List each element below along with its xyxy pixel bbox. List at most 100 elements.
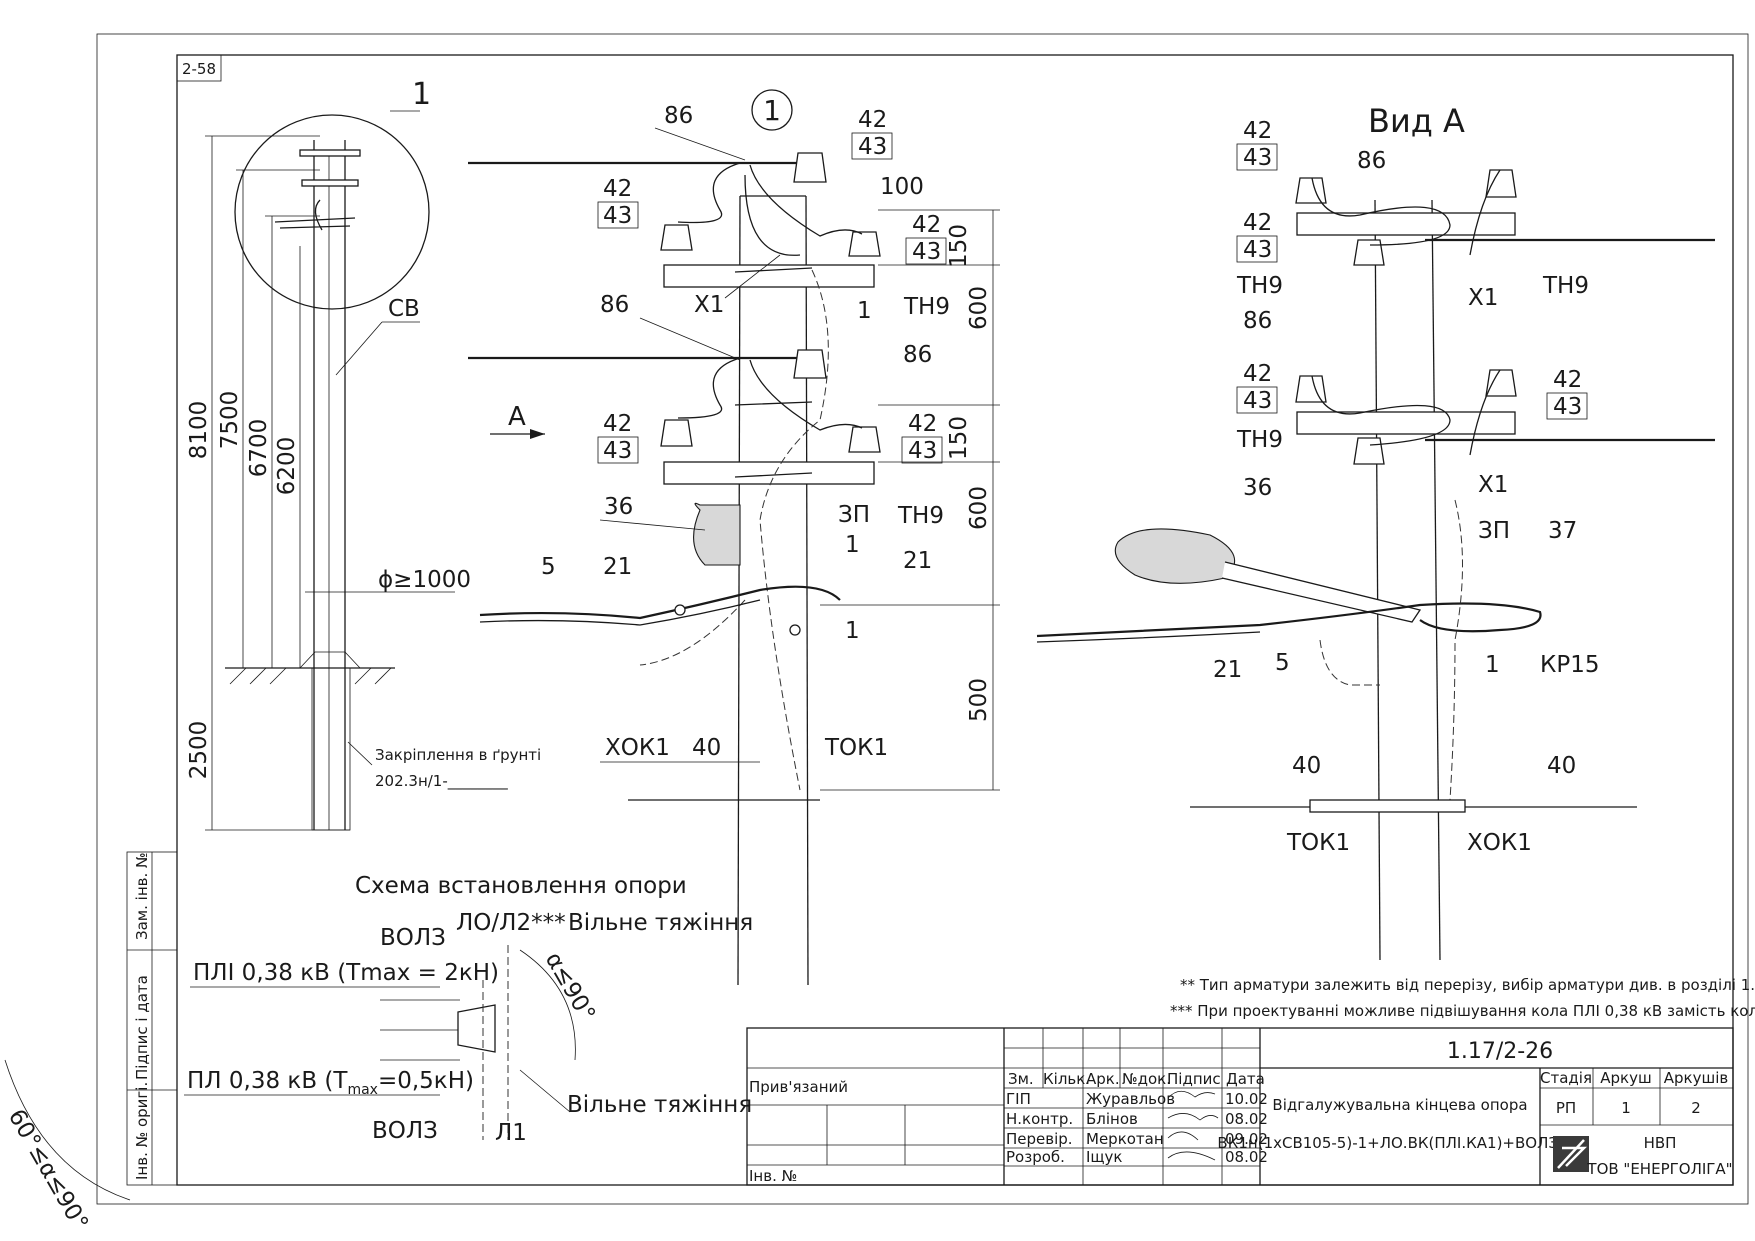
va-insulator-1 [1295,177,1327,204]
tb-code: 1.17/2-26 [1447,1039,1553,1064]
pole-overview: 1 8100 7500 6700 6200 2500 СВ [186,77,541,831]
c-40: 40 [692,735,721,761]
hole-diameter: ϕ≥1000 [378,567,471,593]
tb-sheet: 1 [1621,1099,1631,1117]
tb-pryvyazanyi: Прив'язаний [749,1078,848,1096]
insulator-6 [793,349,827,379]
node-crossarm-2 [663,461,875,485]
c-43-l2: 43 [603,438,632,464]
outer-frame [96,33,1749,1205]
side-inv-orig: Інв. № оригі. [133,1082,151,1180]
va-c-x1-top: Х1 [1468,285,1498,311]
va-c-5: 5 [1275,650,1290,676]
va-c-3p: ЗП [1478,518,1510,544]
c-x1: Х1 [694,292,724,318]
c-600-mid: 600 [966,486,992,530]
tb-r4-name: Іщук [1086,1148,1123,1166]
tb-r3-role: Перевір. [1006,1130,1073,1148]
scheme-pole-symbol [457,1004,496,1053]
buried-section [311,667,351,831]
scheme-title: Схема встановлення опори [355,873,687,899]
clamp-21 [674,604,686,616]
foundation-leader [347,741,373,766]
va-c-86-mid: 86 [1243,308,1272,334]
va-c-kp15: КР15 [1540,652,1599,678]
tb-frame [746,1027,1734,1186]
tb-r1-date: 10.02 [1225,1090,1268,1108]
tb-signatures [1167,1090,1219,1161]
va-jumpers [1311,169,1501,456]
tb-description: Відгалужувальна кінцева опора [1272,1096,1527,1114]
tb-sheets-header: Аркушів [1664,1069,1728,1087]
insulator-5 [848,426,881,453]
c-5: 5 [541,554,556,580]
view-arrow-label: А [508,402,526,432]
scheme-pl-sub: max [347,1082,378,1098]
tb-h-ark: Арк. [1086,1070,1120,1088]
va-c-43-l: 43 [1243,237,1272,263]
va-c-tok1: ТОК1 [1286,830,1350,856]
c-43-right: 43 [912,239,941,265]
tb-r2-date: 08.02 [1225,1110,1268,1128]
c-86-mid-leader [639,317,741,361]
dashed-cable [759,269,829,791]
c-43-top-box [851,132,893,160]
va-c-42-l: 42 [1243,210,1272,236]
c-42-right: 42 [912,212,941,238]
scheme-free-line [519,1069,571,1113]
c-150-mid: 150 [946,416,972,460]
ground-hatch [229,667,392,685]
sv-leader [335,321,383,376]
side-stamp: Зам. інв. № Підпис і дата Інв. № оригі. [126,851,178,1186]
tb-company-2: ТОВ "ЕНЕРГОЛІГА" [1586,1160,1732,1178]
va-c-36: 36 [1243,475,1272,501]
c-3p: ЗП [838,502,870,528]
top-crossarm [299,149,361,157]
scheme-angle: α≤90° [540,948,600,1026]
c-43-l2-box [597,436,639,464]
node-number: 1 [763,94,781,127]
c-43-left-box [597,201,639,229]
dim-8100: 8100 [186,401,212,460]
va-c-42-tl: 42 [1243,118,1272,144]
corner-arc [4,1059,131,1201]
c-1-mid: 1 [845,532,860,558]
dim-6700: 6700 [246,419,272,478]
note-1: ** Тип арматури залежить від перерізу, в… [1180,976,1755,994]
scheme-pl-suffix: =0,5кН) [378,1068,474,1094]
va-c-86-top: 86 [1357,148,1386,174]
c-42-top: 42 [858,107,887,133]
backfill-mound [299,651,361,669]
va-bundle-2 [1036,631,1261,643]
va-bottom-bar [1309,799,1466,813]
va-insulator-3 [1353,239,1385,266]
tb-r4-role: Розроб. [1006,1148,1065,1166]
tb-stage-header: Стадія [1540,1069,1592,1087]
tb-h-ndok: №док. [1122,1070,1171,1088]
c-21-visible: 21 [603,554,632,580]
c-500: 500 [966,678,992,722]
va-c-43-r2: 43 [1553,394,1582,420]
va-c-43-r2-box [1546,392,1588,420]
c-86-top: 86 [664,103,693,129]
va-c-tn9-l: ТН9 [1236,273,1283,299]
c-42-left: 42 [603,176,632,202]
dashed-cable-2 [639,599,746,666]
scheme-angle-arc [519,949,576,1061]
c-600-top: 600 [966,286,992,330]
dim-7500: 7500 [217,391,243,450]
node-number-circle [751,89,793,131]
installation-scheme: Схема встановлення опори ВОЛЗ ЛО/Л2*** В… [184,873,753,1146]
tb-r1-name: Журавльов [1086,1090,1175,1108]
va-insulator-4 [1295,375,1327,403]
va-insulator-6 [1353,437,1385,465]
va-dashed [1319,499,1463,801]
c-xok1: ХОК1 [605,735,670,761]
c-42-r2: 42 [908,411,937,437]
va-pole-left [1374,199,1381,961]
branch-fittings [274,199,356,231]
scheme-free-bottom: Вільне тяжіння [567,1092,752,1118]
node-detail: 1 [468,89,1000,986]
va-c-42-l2: 42 [1243,361,1272,387]
